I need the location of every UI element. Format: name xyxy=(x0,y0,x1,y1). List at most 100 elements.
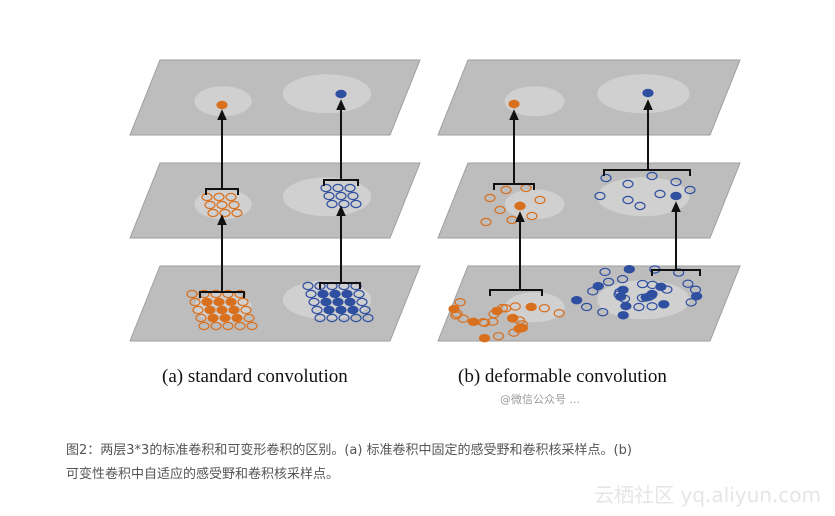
receptive-field-point xyxy=(216,305,228,315)
deformed-sampling-point xyxy=(654,189,666,199)
sampling-point xyxy=(228,200,240,210)
receptive-field-point xyxy=(587,287,599,296)
receptive-field-point xyxy=(525,302,537,312)
receptive-field-point xyxy=(617,285,629,295)
receptive-field-point xyxy=(685,298,697,307)
receptive-field-point xyxy=(198,321,210,331)
receptive-field-point xyxy=(623,265,635,274)
sampling-point xyxy=(350,199,362,209)
deformed-sampling-point xyxy=(480,217,492,227)
receptive-field-point xyxy=(617,311,629,320)
receptive-field-point xyxy=(234,321,246,331)
sheep-silhouette xyxy=(282,74,372,114)
receptive-field-point xyxy=(620,301,632,311)
receptive-field-point xyxy=(222,321,234,331)
receptive-field-point xyxy=(356,297,368,307)
deformed-sampling-point xyxy=(634,201,646,211)
receptive-field-point xyxy=(602,277,615,287)
receptive-field-point xyxy=(231,313,243,323)
deformed-sampling-point xyxy=(594,191,606,201)
sampling-point xyxy=(326,199,338,209)
receptive-field-point xyxy=(317,289,329,299)
receptive-field-point xyxy=(210,321,222,331)
receptive-field-point xyxy=(353,289,365,299)
deformed-sampling-point xyxy=(600,173,612,183)
figure-caption-line-2: 可变性卷积中自适应的感受野和卷积核采样点。 xyxy=(66,467,340,482)
sheep-silhouette xyxy=(597,177,690,217)
receptive-field-point xyxy=(302,281,314,291)
receptive-field-point xyxy=(457,314,469,323)
receptive-field-point xyxy=(633,302,645,312)
receptive-field-point xyxy=(592,281,604,291)
receptive-field-point xyxy=(243,313,255,323)
receptive-field-point xyxy=(597,307,609,317)
receptive-field-point xyxy=(581,302,593,312)
brand-watermark: 云栖社区 yq.aliyun.com xyxy=(594,483,821,507)
kernel-bracket xyxy=(489,289,543,296)
receptive-field-point xyxy=(500,304,512,313)
sampling-point xyxy=(347,191,359,201)
top-feature-map xyxy=(129,59,421,136)
standard-convolution-panel xyxy=(129,59,421,342)
sampling-point xyxy=(231,208,243,218)
receptive-field-point xyxy=(338,313,350,323)
receptive-field-point xyxy=(673,268,685,277)
figure-caption-line-1: 图2：两层3*3的标准卷积和可变形卷积的区别。(a) 标准卷积中固定的感受野和卷… xyxy=(66,443,632,458)
receptive-field-point xyxy=(640,293,652,302)
receptive-field-point xyxy=(329,289,341,299)
receptive-field-point xyxy=(599,267,611,277)
receptive-field-point xyxy=(341,289,353,299)
receptive-field-point xyxy=(691,291,703,301)
receptive-field-point xyxy=(477,318,489,327)
receptive-field-point xyxy=(658,300,670,309)
receptive-field-point xyxy=(246,321,258,331)
receptive-field-point xyxy=(507,314,519,323)
receptive-field-point xyxy=(186,289,198,299)
receptive-field-point xyxy=(538,303,551,313)
receptive-field-point xyxy=(228,305,240,315)
deformed-sampling-point xyxy=(526,211,538,221)
receptive-field-point xyxy=(323,305,335,315)
receptive-field-point xyxy=(359,305,371,315)
receptive-field-point xyxy=(314,313,326,323)
receptive-field-point xyxy=(201,297,213,307)
receptive-field-point xyxy=(454,298,466,307)
sampling-point xyxy=(225,192,237,202)
middle-feature-map xyxy=(437,162,741,239)
receptive-field-point xyxy=(646,302,658,311)
deformed-sampling-point xyxy=(534,195,546,205)
receptive-field-point xyxy=(219,313,231,323)
receptive-field-point xyxy=(682,279,694,288)
wechat-watermark: @微信公众号 ... xyxy=(500,393,580,406)
middle-feature-map xyxy=(129,162,421,239)
receptive-field-point xyxy=(213,297,225,307)
receptive-field-point xyxy=(661,285,673,294)
receptive-field-point xyxy=(448,304,460,314)
receptive-field-point xyxy=(210,289,222,299)
receptive-field-point xyxy=(553,309,565,318)
receptive-field-point xyxy=(571,296,583,305)
deformed-sampling-point xyxy=(494,205,506,215)
lamb-silhouette xyxy=(504,86,565,117)
sampling-point xyxy=(207,208,219,218)
receptive-field-point xyxy=(195,313,207,323)
sampling-point xyxy=(204,200,216,210)
deformed-center-point xyxy=(670,191,682,201)
activation-unit-blue xyxy=(642,88,654,98)
deformed-sampling-point xyxy=(622,195,634,205)
sampling-point xyxy=(335,191,347,201)
receptive-field-point xyxy=(451,309,463,318)
lamb-silhouette xyxy=(194,189,252,220)
receptive-field-point xyxy=(237,297,249,307)
sampling-point xyxy=(332,183,344,193)
deformed-sampling-point xyxy=(484,193,496,203)
receptive-field-point xyxy=(326,313,338,323)
deformable-convolution-panel xyxy=(437,59,741,343)
deformed-sampling-point xyxy=(670,177,682,187)
receptive-field-point xyxy=(655,282,667,292)
receptive-field-point xyxy=(616,274,629,284)
receptive-field-point xyxy=(320,297,332,307)
activation-unit-orange xyxy=(216,100,228,110)
deformed-sampling-point xyxy=(500,185,512,195)
